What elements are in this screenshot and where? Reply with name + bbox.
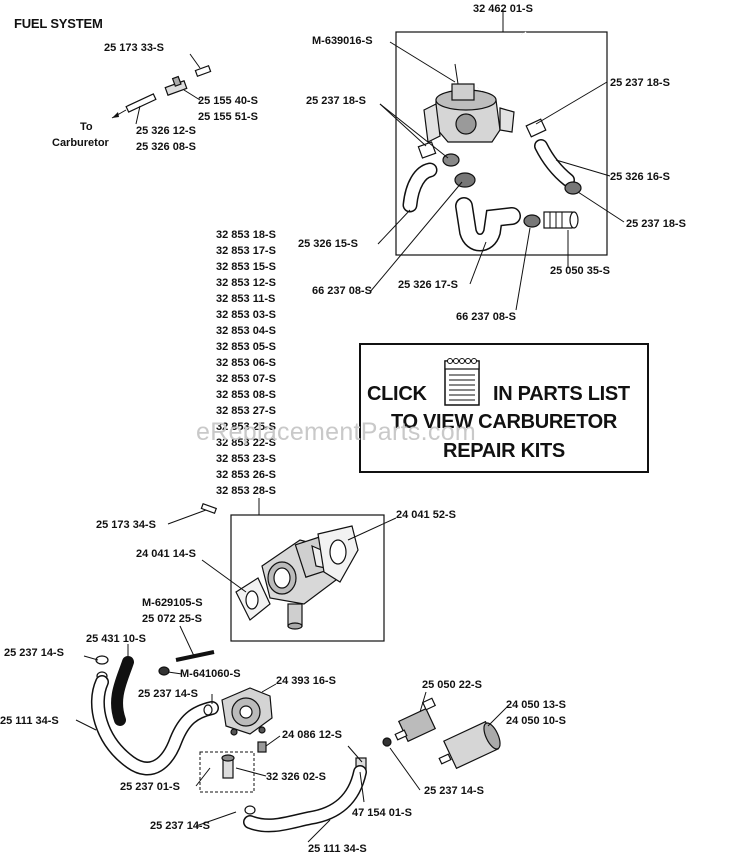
label-25-173-33[interactable]: 25 173 33-S bbox=[104, 42, 164, 54]
label-32-462-01[interactable]: 32 462 01-S bbox=[473, 3, 533, 15]
label-32-326-02[interactable]: 32 326 02-S bbox=[266, 771, 326, 783]
label-25-237-18-right[interactable]: 25 237 18-S bbox=[610, 77, 670, 89]
label-25-237-14-d[interactable]: 25 237 14-S bbox=[150, 820, 210, 832]
label-66-237-08-right[interactable]: 66 237 08-S bbox=[456, 311, 516, 323]
label-25-111-34-left[interactable]: 25 111 34-S bbox=[0, 715, 59, 727]
carb-list-item[interactable]: 32 853 17-S bbox=[216, 245, 276, 257]
label-66-237-08-left[interactable]: 66 237 08-S bbox=[312, 285, 372, 297]
label-24-041-14[interactable]: 24 041 14-S bbox=[136, 548, 196, 560]
carb-list-item[interactable]: 32 853 23-S bbox=[216, 453, 276, 465]
intake-group-box bbox=[395, 31, 608, 256]
label-25-155-40[interactable]: 25 155 40-S bbox=[198, 95, 258, 107]
callout-parts-list-text: IN PARTS LIST bbox=[493, 383, 630, 405]
carb-list-item[interactable]: 32 853 25-S bbox=[216, 421, 276, 433]
fuel-pump-part[interactable] bbox=[221, 687, 273, 736]
label-25-326-12[interactable]: 25 326 12-S bbox=[136, 125, 196, 137]
carb-list-item[interactable]: 32 853 05-S bbox=[216, 341, 276, 353]
label-25-050-35[interactable]: 25 050 35-S bbox=[550, 265, 610, 277]
callout-line-3: REPAIR KITS bbox=[443, 440, 565, 462]
carb-list-item[interactable]: 32 853 04-S bbox=[216, 325, 276, 337]
carb-list-item[interactable]: 32 853 07-S bbox=[216, 373, 276, 385]
label-47-154-01[interactable]: 47 154 01-S bbox=[352, 807, 412, 819]
carb-list-item[interactable]: 32 853 06-S bbox=[216, 357, 276, 369]
label-25-326-08[interactable]: 25 326 08-S bbox=[136, 141, 196, 153]
repair-kit-callout[interactable]: CLICK IN PARTS LIST TO VIEW CARBURETOR R… bbox=[359, 343, 649, 473]
callout-line-2: TO VIEW CARBURETOR bbox=[390, 411, 618, 433]
leader-lines bbox=[75, 41, 625, 843]
carburetor-group-box bbox=[230, 514, 385, 642]
carb-list-item[interactable]: 32 853 03-S bbox=[216, 309, 276, 321]
carb-list-item[interactable]: 32 853 11-S bbox=[216, 293, 275, 305]
label-carburetor: Carburetor bbox=[52, 137, 110, 149]
label-m-629105[interactable]: M-629105-S bbox=[142, 597, 203, 609]
label-25-237-14-c[interactable]: 25 237 14-S bbox=[424, 785, 484, 797]
label-25-237-01[interactable]: 25 237 01-S bbox=[120, 781, 180, 793]
carb-list-item[interactable]: 32 853 15-S bbox=[216, 261, 276, 273]
label-24-086-12[interactable]: 24 086 12-S bbox=[282, 729, 342, 741]
label-m-641060[interactable]: M-641060-S bbox=[180, 668, 241, 680]
label-25-326-15[interactable]: 25 326 15-S bbox=[298, 238, 358, 250]
label-25-237-14-a[interactable]: 25 237 14-S bbox=[4, 647, 64, 659]
label-24-050-13[interactable]: 24 050 13-S bbox=[506, 699, 566, 711]
label-25-155-51[interactable]: 25 155 51-S bbox=[198, 111, 258, 123]
carb-list-item[interactable]: 32 853 08-S bbox=[216, 389, 276, 401]
watermark: eReplacementParts.com bbox=[196, 418, 477, 446]
carburetor-part-list: 32 853 18-S 32 853 17-S 32 853 15-S 32 8… bbox=[216, 229, 276, 497]
diagram-title: FUEL SYSTEM bbox=[14, 16, 103, 31]
label-25-072-25[interactable]: 25 072 25-S bbox=[142, 613, 202, 625]
carb-list-item[interactable]: 32 853 27-S bbox=[216, 405, 276, 417]
notepad-icon[interactable] bbox=[441, 355, 483, 407]
label-25-237-18-left[interactable]: 25 237 18-S bbox=[306, 95, 366, 107]
label-24-050-10[interactable]: 24 050 10-S bbox=[506, 715, 566, 727]
carb-list-item[interactable]: 32 853 26-S bbox=[216, 469, 276, 481]
label-24-041-52[interactable]: 24 041 52-S bbox=[396, 509, 456, 521]
label-25-173-34[interactable]: 25 173 34-S bbox=[96, 519, 156, 531]
carb-list-item[interactable]: 32 853 22-S bbox=[216, 437, 276, 449]
carb-list-item[interactable]: 32 853 28-S bbox=[216, 485, 276, 497]
label-25-050-22[interactable]: 25 050 22-S bbox=[422, 679, 482, 691]
label-25-111-34-bottom[interactable]: 25 111 34-S bbox=[308, 843, 367, 855]
label-25-326-16[interactable]: 25 326 16-S bbox=[610, 171, 670, 183]
label-25-431-10[interactable]: 25 431 10-S bbox=[86, 633, 146, 645]
callout-click-word: CLICK bbox=[367, 383, 427, 405]
label-24-393-16[interactable]: 24 393 16-S bbox=[276, 675, 336, 687]
label-m-639016[interactable]: M-639016-S bbox=[312, 35, 373, 47]
label-25-326-17[interactable]: 25 326 17-S bbox=[398, 279, 458, 291]
fuel-pump-valve-part[interactable] bbox=[423, 63, 515, 143]
label-25-237-18-lower[interactable]: 25 237 18-S bbox=[626, 218, 686, 230]
carb-list-item[interactable]: 32 853 12-S bbox=[216, 277, 276, 289]
fuel-filter-large-part[interactable] bbox=[438, 720, 503, 770]
label-to: To bbox=[80, 121, 93, 133]
label-25-237-14-b[interactable]: 25 237 14-S bbox=[138, 688, 198, 700]
fuel-filter-part[interactable] bbox=[394, 697, 437, 743]
carb-list-item[interactable]: 32 853 18-S bbox=[216, 229, 276, 241]
